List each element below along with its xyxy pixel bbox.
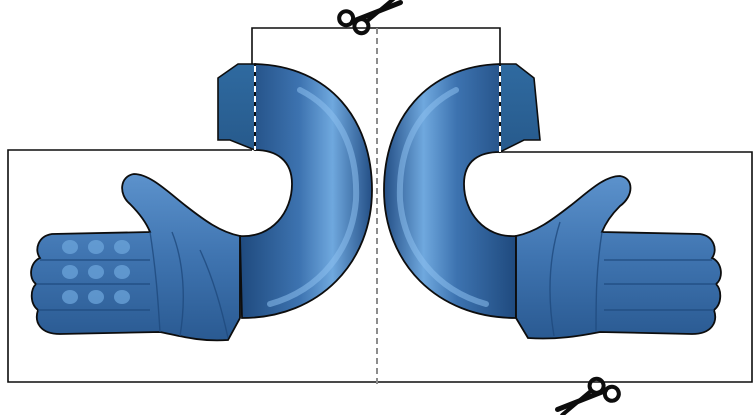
right-finger-details xyxy=(549,221,716,337)
scissors-icon xyxy=(337,0,403,36)
left-knuckles xyxy=(62,240,130,304)
left-hand-piece xyxy=(30,63,373,342)
scissors-icon-bottom xyxy=(555,376,621,415)
right-curled-arm xyxy=(383,63,517,319)
right-glue-tab xyxy=(499,63,541,154)
left-hand xyxy=(30,173,241,342)
right-hand-piece xyxy=(383,63,722,340)
left-finger-details xyxy=(36,231,229,339)
left-curled-arm xyxy=(239,63,373,319)
left-glue-tab xyxy=(217,63,256,152)
right-hand xyxy=(515,175,722,340)
